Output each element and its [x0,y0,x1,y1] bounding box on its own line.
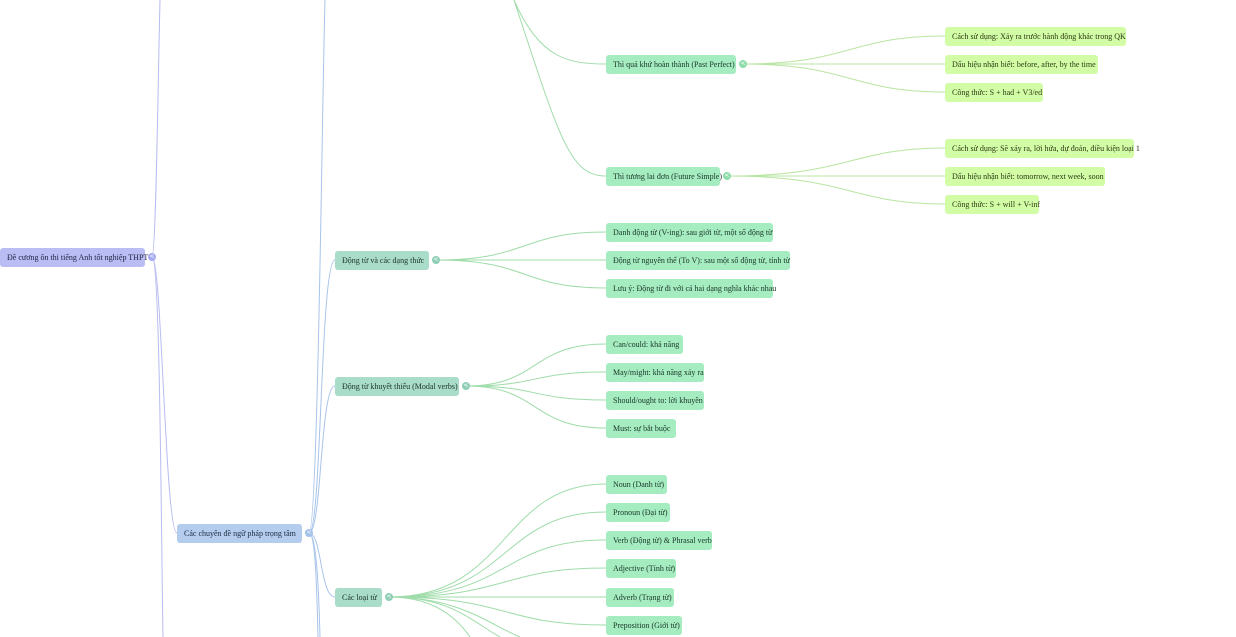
link-vf-1 [435,231,607,261]
infinitive-node[interactable]: Động từ nguyên thể (To V): sau một số độ… [606,251,790,270]
collapse-toggle-icon[interactable]: < [739,60,747,68]
collapse-toggle-icon[interactable]: < [148,253,156,261]
collapse-toggle-icon[interactable]: < [462,382,470,390]
link-pp-3 [742,63,946,93]
link-grammar-lower-1 [308,532,319,637]
link-root-lower [151,256,164,637]
collapse-toggle-icon[interactable]: < [305,529,313,537]
past-perfect-signals-node[interactable]: Dấu hiệu nhận biết: before, after, by th… [945,55,1098,74]
past-perfect-formula-node[interactable]: Công thức: S + had + V3/ed [945,83,1043,102]
may-might-node[interactable]: May/might: khả năng xảy ra [606,363,704,382]
link-tenses-pastperfect [513,0,607,65]
link-tenses-futuresimple [513,0,607,177]
gerund-node[interactable]: Danh động từ (V-ing): sau giới từ, một s… [606,223,773,242]
link-fs-1 [726,147,946,177]
link-root-upper [151,0,161,258]
link-vf-3 [435,259,607,289]
future-simple-node[interactable]: Thì tương lai đơn (Future Simple) [606,167,722,186]
link-grammar-verbforms [308,259,336,534]
link-wt-8 [388,596,521,637]
future-simple-usage-node[interactable]: Cách sử dụng: Sẽ xảy ra, lời hứa, dự đoá… [945,139,1140,158]
link-root-grammar [151,256,178,534]
link-wt-6 [388,596,607,626]
link-pp-1 [742,35,946,65]
grammar-topics-node[interactable]: Các chuyên đề ngữ pháp trọng tâm [177,524,302,543]
preposition-node[interactable]: Preposition (Giới từ) [606,616,682,635]
modal-verbs-node[interactable]: Động từ khuyết thiếu (Modal verbs) [335,377,459,396]
link-wt-4 [388,567,607,598]
future-simple-signals-node[interactable]: Dấu hiệu nhận biết: tomorrow, next week,… [945,167,1105,186]
verb-forms-node[interactable]: Động từ và các dạng thức [335,251,429,270]
link-mv-3 [465,385,607,401]
link-wt-7 [388,596,501,637]
must-node[interactable]: Must: sự bắt buộc [606,419,676,438]
verb-phrasal-node[interactable]: Verb (Động từ) & Phrasal verb [606,531,712,550]
adjective-node[interactable]: Adjective (Tính từ) [606,559,676,578]
past-perfect-usage-node[interactable]: Cách sử dụng: Xảy ra trước hành động khá… [945,27,1126,46]
adverb-node[interactable]: Adverb (Trạng từ) [606,588,674,607]
pronoun-node[interactable]: Pronoun (Đại từ) [606,503,670,522]
link-wt-3 [388,539,607,598]
root-node[interactable]: Đề cương ôn thi tiếng Anh tốt nghiệp THP… [0,248,148,267]
collapse-toggle-icon[interactable]: < [432,256,440,264]
collapse-toggle-icon[interactable]: < [385,593,393,601]
link-wt-9 [388,596,471,637]
link-mv-2 [465,371,607,387]
link-mv-4 [465,385,607,429]
word-types-node[interactable]: Các loại từ [335,588,382,607]
collapse-toggle-icon[interactable]: < [723,172,731,180]
past-perfect-node[interactable]: Thì quá khứ hoàn thành (Past Perfect) [606,55,736,74]
link-mv-1 [465,343,607,387]
noun-node[interactable]: Noun (Danh từ) [606,475,667,494]
link-wt-1 [388,483,607,598]
link-fs-3 [726,175,946,205]
link-grammar-modals [308,385,336,534]
link-wt-2 [388,511,607,598]
verb-form-note-node[interactable]: Lưu ý: Động từ đi với cả hai dạng nghĩa … [606,279,776,298]
link-grammar-upper [308,0,326,534]
can-could-node[interactable]: Can/could: khả năng [606,335,683,354]
should-ought-node[interactable]: Should/ought to: lời khuyên [606,391,704,410]
future-simple-formula-node[interactable]: Công thức: S + will + V-inf [945,195,1040,214]
